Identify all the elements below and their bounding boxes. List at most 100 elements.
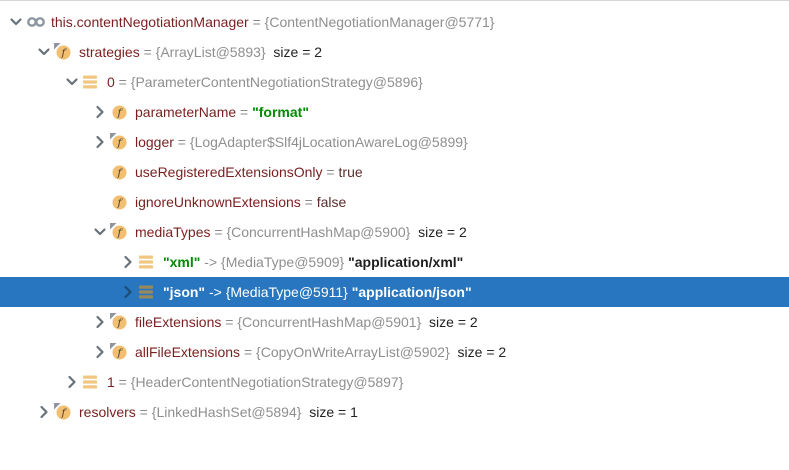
tree-row[interactable]: 0 = {ParameterContentNegotiationStrategy… <box>0 67 789 97</box>
array-icon <box>82 73 104 91</box>
segment-name: useRegisteredExtensionsOnly <box>135 164 323 180</box>
field-final-icon: f <box>110 223 132 241</box>
segment-bool: false <box>316 194 347 210</box>
indent-spacer <box>0 292 118 293</box>
indent-spacer <box>0 262 118 263</box>
tree-row[interactable]: f useRegisteredExtensionsOnly = true <box>0 157 789 187</box>
array-icon <box>138 253 160 271</box>
segment-name: 0 <box>107 74 115 90</box>
chevron-down-icon[interactable] <box>62 74 82 90</box>
svg-text:f: f <box>117 137 124 149</box>
array-icon <box>138 283 160 301</box>
indent-spacer <box>0 52 34 53</box>
svg-text:f: f <box>61 407 68 419</box>
segment-eq: = <box>114 374 131 390</box>
tree-row[interactable]: this.contentNegotiationManager = {Conten… <box>0 7 789 37</box>
segment-eq: = <box>322 164 339 180</box>
svg-text:f: f <box>117 167 124 179</box>
segment-ref: {MediaType@5911} <box>225 284 352 300</box>
segment-ref: {ConcurrentHashMap@5900} <box>226 224 411 240</box>
chevron-right-icon[interactable] <box>118 284 138 300</box>
segment-eq: = <box>210 224 227 240</box>
tree-row[interactable]: "xml" -> {MediaType@5909} "application/x… <box>0 247 789 277</box>
segment-ref: {ContentNegotiationManager@5771} <box>264 14 495 30</box>
segment-name: 1 <box>107 374 115 390</box>
segment-ref: {LogAdapter$Slf4jLocationAwareLog@5899} <box>189 134 468 150</box>
field-icon: f <box>110 193 132 211</box>
segment-name: mediaTypes <box>135 224 211 240</box>
svg-text:f: f <box>117 227 124 239</box>
chevron-right-icon[interactable] <box>90 344 110 360</box>
segment-name: resolvers <box>79 404 136 420</box>
svg-text:f: f <box>117 107 124 119</box>
indent-spacer <box>0 322 90 323</box>
segment-eq: = <box>221 314 238 330</box>
segment-string: "format" <box>252 104 309 120</box>
segment-string: "xml" <box>163 254 201 270</box>
segment-eq: = <box>300 194 317 210</box>
chevron-right-icon[interactable] <box>90 134 110 150</box>
segment-arrow: -> <box>205 284 226 300</box>
segment-eq: = <box>114 74 131 90</box>
chevron-spacer <box>90 194 110 210</box>
chevron-right-icon[interactable] <box>62 374 82 390</box>
segment-size: size = 2 <box>410 224 467 240</box>
chevron-right-icon[interactable] <box>34 404 54 420</box>
segment-eq: = <box>236 104 253 120</box>
chevron-right-icon[interactable] <box>90 104 110 120</box>
tree-row-selected[interactable]: "json" -> {MediaType@5911} "application/… <box>0 277 789 307</box>
segment-size: size = 2 <box>421 314 478 330</box>
tree-row[interactable]: f parameterName = "format" <box>0 97 789 127</box>
field-final-icon: f <box>110 133 132 151</box>
segment-name: this.contentNegotiationManager <box>51 14 249 30</box>
indent-spacer <box>0 412 34 413</box>
segment-eq: = <box>248 14 265 30</box>
segment-name: logger <box>135 134 174 150</box>
segment-ref: {LinkedHashSet@5894} <box>151 404 302 420</box>
indent-spacer <box>0 172 90 173</box>
segment-size: size = 1 <box>301 404 358 420</box>
chevron-right-icon[interactable] <box>118 254 138 270</box>
tree-row[interactable]: f ignoreUnknownExtensions = false <box>0 187 789 217</box>
svg-text:f: f <box>117 197 124 209</box>
svg-text:f: f <box>117 317 124 329</box>
segment-ref: {ArrayList@5893} <box>155 44 266 60</box>
chevron-down-icon[interactable] <box>90 224 110 240</box>
segment-size: size = 2 <box>265 44 323 60</box>
segment-name: allFileExtensions <box>135 344 241 360</box>
segment-string: "json" <box>163 284 206 300</box>
segment-ref: {MediaType@5909} <box>221 254 349 270</box>
segment-name: ignoreUnknownExtensions <box>135 194 301 210</box>
field-final-icon: f <box>110 343 132 361</box>
chevron-right-icon[interactable] <box>90 314 110 330</box>
indent-spacer <box>0 112 90 113</box>
segment-eq: = <box>240 344 257 360</box>
segment-name: strategies <box>79 44 140 60</box>
chevron-down-icon[interactable] <box>34 44 54 60</box>
indent-spacer <box>0 232 90 233</box>
segment-eq: = <box>135 404 152 420</box>
indent-spacer <box>0 82 62 83</box>
tree-row[interactable]: f mediaTypes = {ConcurrentHashMap@5900} s… <box>0 217 789 247</box>
segment-arrow: -> <box>200 254 222 270</box>
segment-name: parameterName <box>135 104 237 120</box>
tree-row[interactable]: 1 = {HeaderContentNegotiationStrategy@58… <box>0 367 789 397</box>
field-icon: f <box>110 163 132 181</box>
segment-strval: "application/json" <box>351 284 472 300</box>
segment-ref: {HeaderContentNegotiationStrategy@5897} <box>130 374 404 390</box>
segment-size: size = 2 <box>449 344 507 360</box>
svg-text:f: f <box>61 47 68 59</box>
segment-bool: true <box>338 164 363 180</box>
segment-name: fileExtensions <box>135 314 222 330</box>
segment-strval: "application/xml" <box>348 254 464 270</box>
segment-ref: {CopyOnWriteArrayList@5902} <box>256 344 450 360</box>
tree-row[interactable]: f resolvers = {LinkedHashSet@5894} size =… <box>0 397 789 427</box>
chevron-down-icon[interactable] <box>6 14 26 30</box>
array-icon <box>82 373 104 391</box>
segment-eq: = <box>173 134 190 150</box>
